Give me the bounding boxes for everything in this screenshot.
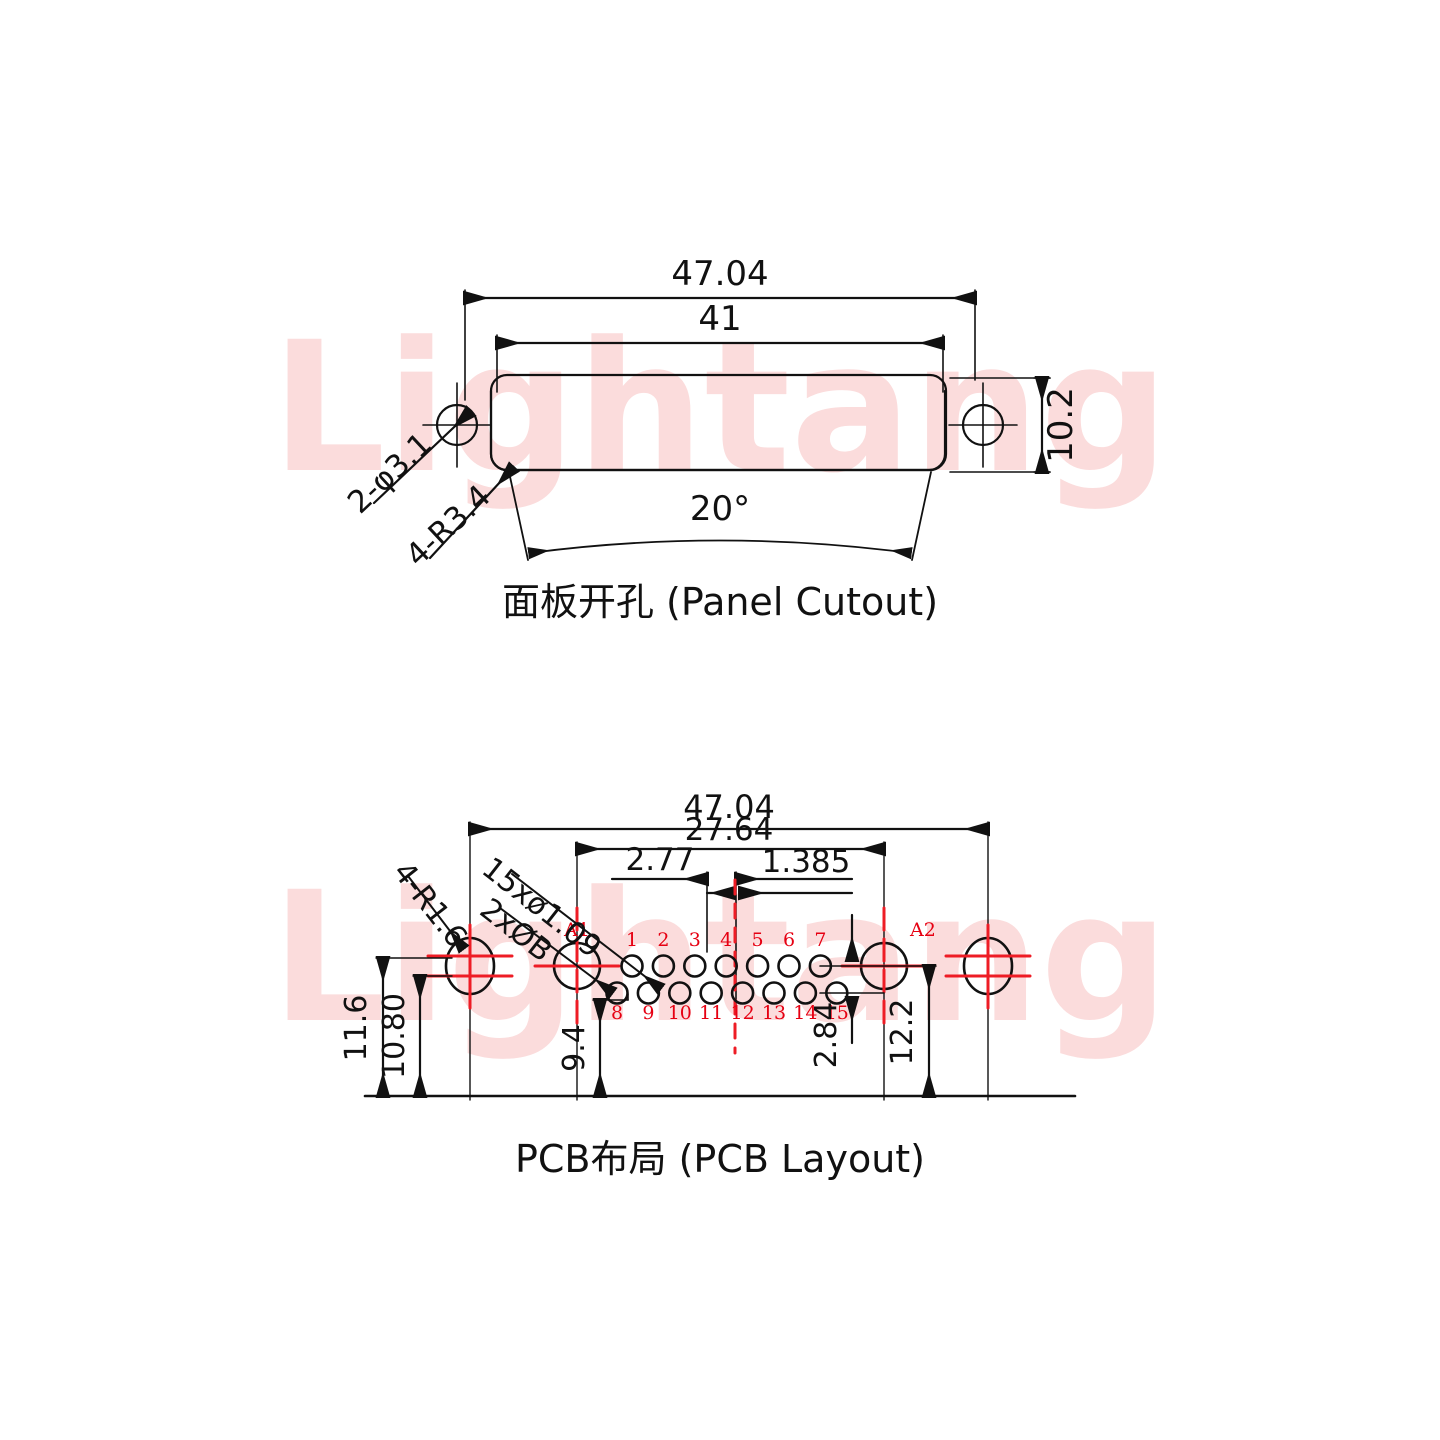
pin-number-label: 5 — [752, 929, 764, 951]
pin-number-label: 9 — [642, 1002, 654, 1024]
pin-number-label: 1 — [626, 929, 638, 951]
dim-value-cutout-width: 41 — [698, 299, 741, 339]
panel-cutout-caption: 面板开孔 (Panel Cutout) — [502, 580, 938, 624]
dim-value-pin-row-offset: 1.385 — [762, 844, 851, 880]
dim-value-height-outer: 11.6 — [339, 995, 374, 1062]
pin-number-label: 6 — [783, 929, 795, 951]
dim-value-overall-panel: 47.04 — [671, 254, 768, 294]
dim-value-pin-pitch: 2.77 — [625, 842, 694, 878]
pin-number-label: 13 — [762, 1002, 786, 1024]
dim-value-row-to-edge: 9.4 — [557, 1024, 592, 1072]
power-pin-label-a2: A2 — [909, 919, 936, 941]
pin-number-label: 4 — [720, 929, 732, 951]
dim-value-row-spacing: 2.84 — [809, 1002, 844, 1069]
pin-number-label: 8 — [611, 1002, 623, 1024]
pin-number-label: 11 — [699, 1002, 723, 1024]
dim-value-draft-angle: 20° — [690, 489, 750, 529]
pin-number-label: 7 — [814, 929, 826, 951]
dim-value-cutout-height: 10.2 — [1041, 387, 1081, 463]
pcb-layout-caption: PCB布局 (PCB Layout) — [515, 1137, 925, 1181]
pin-number-label: 10 — [668, 1002, 692, 1024]
dim-value-height-inner: 10.80 — [377, 993, 412, 1079]
dim-value-mount-to-edge: 12.2 — [885, 999, 920, 1066]
pin-number-label: 12 — [731, 1002, 755, 1024]
dim-value-pin-field-width: 27.64 — [685, 812, 774, 848]
pin-number-label: 2 — [657, 929, 669, 951]
pin-number-label: 3 — [689, 929, 701, 951]
